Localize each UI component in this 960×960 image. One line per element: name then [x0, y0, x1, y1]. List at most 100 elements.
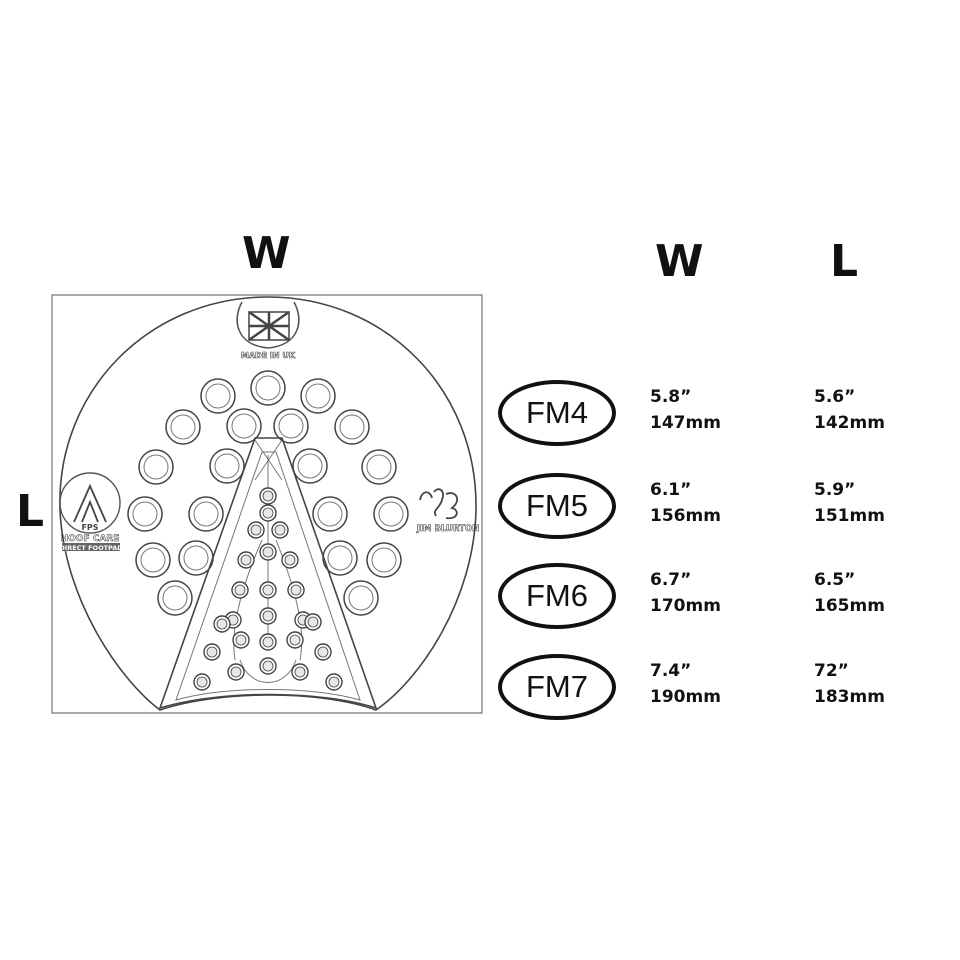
badge-left-line3: DIRECT FOOTPAD	[59, 544, 123, 552]
length-inches: 5.6”	[814, 387, 856, 407]
length-inches: 72”	[814, 661, 849, 681]
length-mm: 183mm	[814, 687, 885, 707]
stud-hole	[262, 546, 274, 558]
stud-hole	[250, 524, 262, 536]
model-label-fm4: FM4	[498, 380, 616, 446]
ring-hole	[143, 454, 169, 480]
ring-hole	[140, 547, 166, 573]
ring-hole	[127, 496, 163, 532]
ring-hole	[132, 501, 158, 527]
made-in-uk-text: MADE IN UK	[241, 351, 296, 360]
stud-hole	[289, 634, 301, 646]
stud-hole	[307, 616, 319, 628]
ring-hole	[312, 496, 348, 532]
size-row-fm5: FM5 6.1” 156mm 5.9” 151mm	[494, 473, 934, 547]
length-value-fm6: 6.5” 165mm	[814, 567, 885, 619]
length-mm: 142mm	[814, 413, 885, 433]
hoof-pad-drawing: MADE IN UK FPS HOOF CARE DIRECT FOOTPAD …	[51, 294, 483, 714]
length-inches: 6.5”	[814, 570, 856, 590]
ring-hole	[305, 383, 331, 409]
length-value-fm7: 72” 183mm	[814, 658, 885, 710]
ring-hole	[135, 542, 171, 578]
frog-outline	[158, 437, 378, 710]
ring-hole	[255, 375, 281, 401]
jim-blurton-text: JIM BLURTON	[416, 524, 480, 534]
ring-hole	[205, 383, 231, 409]
length-inches: 5.9”	[814, 480, 856, 500]
ring-hole	[339, 414, 365, 440]
length-mm: 151mm	[814, 506, 885, 526]
pad-outline	[59, 296, 477, 711]
width-inches: 5.8”	[650, 387, 692, 407]
badge-left-line1: FPS	[81, 523, 98, 532]
stud-hole	[234, 584, 246, 596]
width-inches: 6.7”	[650, 570, 692, 590]
stud-hole	[262, 490, 274, 502]
width-value-fm4: 5.8” 147mm	[650, 384, 721, 436]
ring-hole	[165, 409, 201, 445]
monogram-icon	[419, 488, 459, 520]
ring-hole	[273, 408, 309, 444]
width-mm: 156mm	[650, 506, 721, 526]
ring-hole	[278, 413, 304, 439]
stud-hole	[262, 584, 274, 596]
ring-hole	[170, 414, 196, 440]
column-header-width: W	[655, 236, 704, 287]
ring-hole	[378, 501, 404, 527]
stud-hole	[284, 554, 296, 566]
ring-holes	[127, 370, 409, 616]
ring-hole	[300, 378, 336, 414]
triangle-logo-icon	[73, 483, 107, 523]
stud-hole	[262, 636, 274, 648]
badge-left-line2: HOOF CARE	[61, 534, 120, 544]
stud-hole	[240, 554, 252, 566]
ring-hole	[373, 496, 409, 532]
column-header-length: L	[830, 236, 859, 287]
stud-hole	[328, 676, 340, 688]
ring-hole	[292, 448, 328, 484]
ring-hole	[200, 378, 236, 414]
stud-hole	[294, 666, 306, 678]
ring-hole	[334, 409, 370, 445]
ring-hole	[371, 547, 397, 573]
size-row-fm7: FM7 7.4” 190mm 72” 183mm	[494, 654, 934, 728]
width-mm: 147mm	[650, 413, 721, 433]
length-value-fm5: 5.9” 151mm	[814, 477, 885, 529]
ring-hole	[209, 448, 245, 484]
width-value-fm5: 6.1” 156mm	[650, 477, 721, 529]
ring-hole	[183, 545, 209, 571]
width-value-fm7: 7.4” 190mm	[650, 658, 721, 710]
ring-hole	[178, 540, 214, 576]
model-label-fm6: FM6	[498, 563, 616, 629]
frog-inner	[175, 451, 361, 701]
stud-hole	[262, 660, 274, 672]
frog-cross	[254, 439, 283, 481]
width-mm: 190mm	[650, 687, 721, 707]
size-row-fm6: FM6 6.7” 170mm 6.5” 165mm	[494, 563, 934, 637]
length-label: L	[16, 486, 45, 537]
made-in-uk-badge: MADE IN UK	[236, 301, 300, 360]
ring-hole	[297, 453, 323, 479]
stud-hole	[196, 676, 208, 688]
width-inches: 7.4”	[650, 661, 692, 681]
stud-hole	[230, 666, 242, 678]
drawing-frame	[51, 294, 483, 714]
width-label: W	[242, 228, 291, 279]
ring-hole	[250, 370, 286, 406]
ring-hole	[193, 501, 219, 527]
ring-hole	[226, 408, 262, 444]
ring-hole	[157, 580, 193, 616]
stud-hole	[274, 524, 286, 536]
stud-hole	[317, 646, 329, 658]
ring-hole	[366, 454, 392, 480]
model-label-fm7: FM7	[498, 654, 616, 720]
stud-hole	[235, 634, 247, 646]
ring-hole	[188, 496, 224, 532]
ring-hole	[231, 413, 257, 439]
ring-hole	[162, 585, 188, 611]
ring-hole	[322, 540, 358, 576]
stud-hole	[262, 507, 274, 519]
ring-hole	[138, 449, 174, 485]
ring-hole	[348, 585, 374, 611]
ring-hole	[361, 449, 397, 485]
